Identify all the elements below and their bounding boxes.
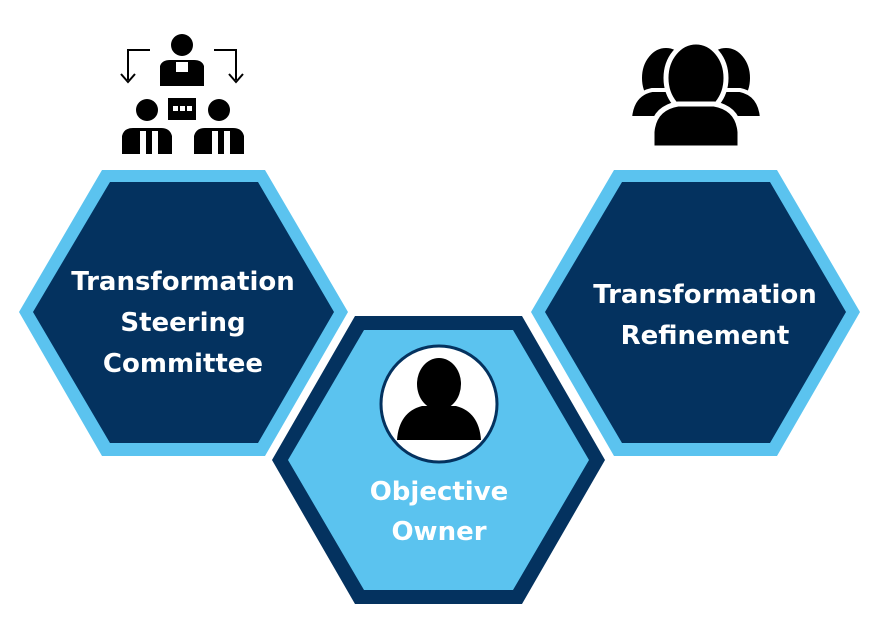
refinement-line-2: Refinement [621,321,790,351]
hexagon-refinement-body [545,182,846,443]
person-icon [379,344,499,464]
steering-committee-line-1: Transformation [71,267,295,297]
refinement-line-1: Transformation [593,280,817,310]
hexagon-refinement: Transformation Refinement [531,170,860,456]
hexagon-steering-committee: Transformation Steering Committee [19,170,348,456]
steering-committee-line-3: Committee [103,349,263,379]
objective-owner-line-1: Objective [370,477,509,507]
hexagon-objective-owner: Objective Owner [272,316,605,604]
objective-owner-line-2: Owner [391,517,486,547]
group-icon [627,39,765,151]
team-hierarchy-icon [120,34,244,154]
hexagon-steering-committee-body [33,182,334,443]
steering-committee-line-2: Steering [120,308,245,338]
